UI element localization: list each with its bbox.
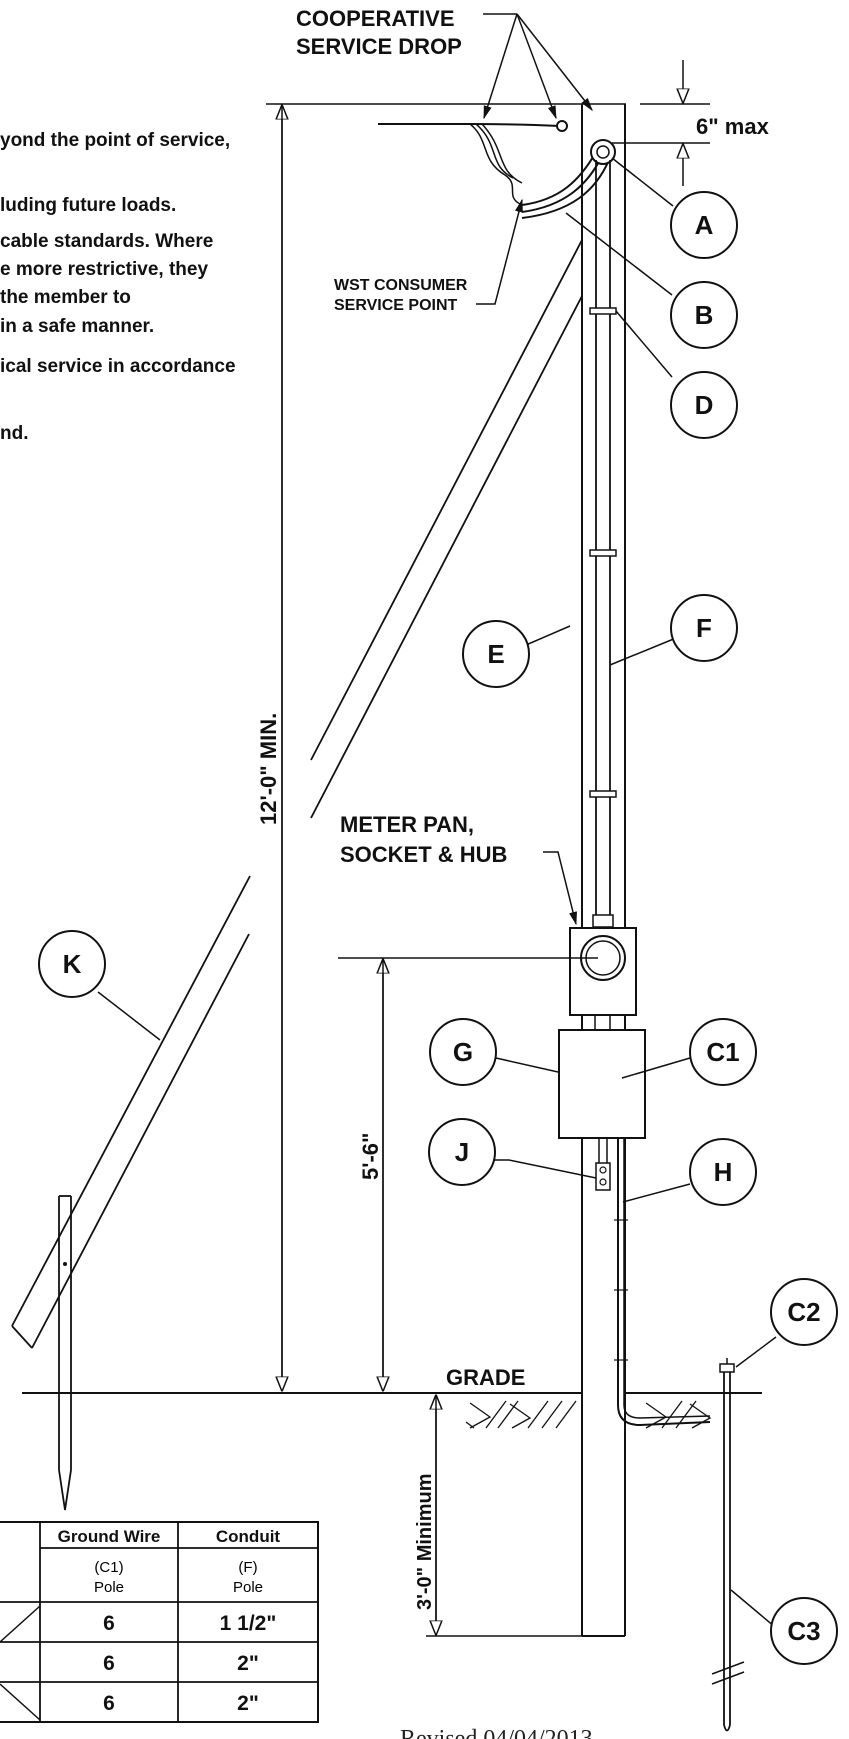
pole <box>581 104 626 1637</box>
callout-D: D <box>670 371 738 439</box>
callout-H: H <box>689 1138 757 1206</box>
note-line: cable standards. Where <box>0 231 213 252</box>
service-drop-label-line1: COOPERATIVE <box>296 6 455 31</box>
note-line: in a safe manner. <box>0 316 154 337</box>
callout-C2-text: C2 <box>787 1297 820 1327</box>
wst-label-line1: WST CONSUMER <box>334 277 468 294</box>
callout-J: J <box>428 1118 496 1186</box>
callout-E: E <box>462 620 530 688</box>
table-header: Ground Wire <box>58 1527 161 1546</box>
callout-J-text: J <box>455 1137 469 1167</box>
table-cell: 2" <box>237 1692 259 1715</box>
revised-date: Revised 04/04/2013 <box>400 1726 593 1739</box>
table-cell: 6 <box>103 1692 115 1715</box>
six-inch-max-label: 6" max <box>696 114 770 139</box>
earth-hatching <box>465 1400 712 1429</box>
height-5ft6-label: 5'-6" <box>358 1133 383 1180</box>
ground-clamp <box>595 1138 611 1191</box>
meter-label-line1: METER PAN, <box>340 812 474 837</box>
callout-A-text: A <box>695 210 714 240</box>
service-drop-label-line2: SERVICE DROP <box>296 34 462 59</box>
callout-leaders <box>97 157 777 1628</box>
ground-wire <box>614 1138 711 1427</box>
note-line: luding future loads. <box>0 195 176 216</box>
callout-A: A <box>670 191 738 259</box>
ground-rod <box>711 1358 745 1732</box>
note-line: e more restrictive, they <box>0 259 208 280</box>
callout-H-text: H <box>714 1157 733 1187</box>
table-subheader: Pole <box>233 1579 263 1596</box>
disconnect-box <box>558 1029 646 1139</box>
wst-label-line2: SERVICE POINT <box>334 297 458 314</box>
table-cell: 2" <box>237 1652 259 1675</box>
callout-C1: C1 <box>689 1018 757 1086</box>
callout-B: B <box>670 281 738 349</box>
callout-C3: C3 <box>770 1597 838 1665</box>
depth-3ft-label: 3'-0" Minimum <box>414 1474 436 1610</box>
meter-base <box>569 927 637 1016</box>
service-drop-wires <box>378 120 616 219</box>
table-subheader: (C1) <box>94 1559 123 1576</box>
note-line: nd. <box>0 423 29 444</box>
guy-anchor <box>11 875 251 1511</box>
callout-K-text: K <box>63 949 82 979</box>
meter-label-line2: SOCKET & HUB <box>340 842 507 867</box>
callout-D-text: D <box>695 390 714 420</box>
callout-K: K <box>38 930 106 998</box>
callout-E-text: E <box>487 639 504 669</box>
meter-pan-label: METER PAN, SOCKET & HUB <box>340 812 577 926</box>
wst-service-point-label: WST CONSUMER SERVICE POINT <box>334 198 523 314</box>
table-subheader: Pole <box>94 1579 124 1596</box>
callout-F: F <box>670 594 738 662</box>
conduit <box>589 160 617 928</box>
table-header: Conduit <box>216 1527 281 1546</box>
callout-C3-text: C3 <box>787 1616 820 1646</box>
grade-label: GRADE <box>446 1365 525 1390</box>
wire-conduit-table: Ground Wire Conduit (C1) Pole (F) Pole 6… <box>0 1521 319 1723</box>
notes-block: yond the point of service, luding future… <box>0 130 236 444</box>
height-12ft-label: 12'-0" MIN. <box>256 713 281 825</box>
table-cell: 1 1/2" <box>220 1612 277 1635</box>
note-line: ical service in accordance <box>0 356 236 377</box>
callout-G-text: G <box>453 1037 473 1067</box>
callout-G: G <box>429 1018 497 1086</box>
callout-C1-text: C1 <box>706 1037 739 1067</box>
table-cell: 6 <box>103 1652 115 1675</box>
callout-C2: C2 <box>770 1278 838 1346</box>
table-cell: 6 <box>103 1612 115 1635</box>
note-line: yond the point of service, <box>0 130 230 151</box>
callout-F-text: F <box>696 613 712 643</box>
service-drop-label: COOPERATIVE SERVICE DROP <box>296 6 593 120</box>
callout-B-text: B <box>695 300 714 330</box>
table-subheader: (F) <box>238 1559 257 1576</box>
note-line: the member to <box>0 287 131 308</box>
